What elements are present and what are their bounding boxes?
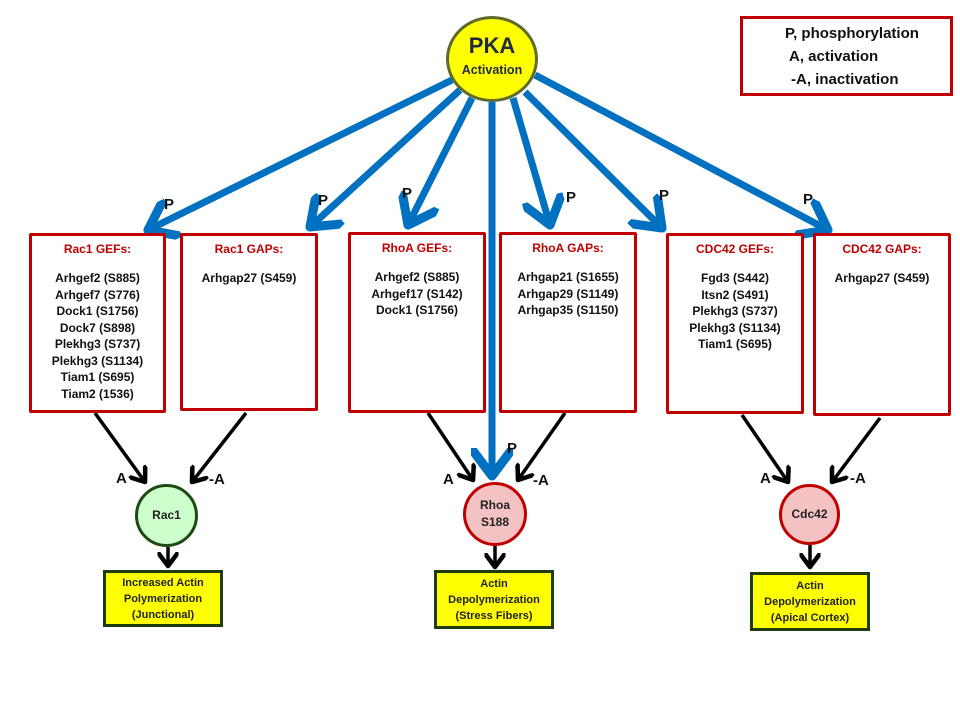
list-item: Tiam2 (1536) xyxy=(61,386,134,401)
arrow-pka-rhoa-gaps xyxy=(509,97,550,225)
list-item: Tiam1 (S695) xyxy=(60,370,135,384)
rhoa-gefs-list: Arhgef2 (S885) Arhgef17 (S142) Dock1 (S1… xyxy=(351,269,483,319)
cdc42-label: Cdc42 xyxy=(791,507,828,521)
cdc42-gefs-box: CDC42 GEFs: Fgd3 (S442) Itsn2 (S491) Ple… xyxy=(666,233,804,414)
pka-node: PKA Activation xyxy=(446,16,538,102)
cdc42-gefs-list: Fgd3 (S442) Itsn2 (S491) Plekhg3 (S737) … xyxy=(669,270,801,353)
rac1-node: Rac1 xyxy=(135,484,198,547)
arrow-pka-rac1-gaps xyxy=(310,87,463,227)
label-a-cdc42: A xyxy=(760,470,771,487)
list-item: Arhgap21 (S1655) xyxy=(517,270,619,284)
rac1-gefs-title: Rac1 GEFs: xyxy=(63,242,132,256)
list-item: Arhgap27 (S459) xyxy=(834,271,930,285)
arrow-cdc42-gaps-inactivation xyxy=(832,416,882,482)
output-line: (Apical Cortex) xyxy=(770,611,850,624)
list-item: Arhgap27 (S459) xyxy=(201,271,297,285)
rac1-gaps-list: Arhgap27 (S459) xyxy=(183,270,315,287)
rhoa-gaps-list: Arhgap21 (S1655) Arhgap29 (S1149) Arhgap… xyxy=(502,269,634,319)
pka-title: PKA xyxy=(468,33,516,58)
arrow-rhoa-gefs-activation xyxy=(426,412,473,480)
label-p-rhoa-gaps: P xyxy=(566,189,577,206)
rhoa-label: Rhoa xyxy=(480,498,510,512)
arrow-rhoa-gaps-inactivation xyxy=(518,411,567,480)
list-item: Tiam1 (S695) xyxy=(698,337,772,351)
cdc42-gaps-list: Arhgap27 (S459) xyxy=(816,270,948,287)
output-line: (Junctional) xyxy=(131,608,195,621)
label-inactivation-rac1: -A xyxy=(209,471,225,488)
arrow-rac1-gaps-inactivation xyxy=(192,411,248,482)
output-line: Actin xyxy=(480,577,508,590)
legend-phosphorylation: P, phosphorylation xyxy=(785,25,919,42)
list-item: Arhgef2 (S885) xyxy=(55,271,140,285)
rac1-gefs-box: Rac1 GEFs: Arhgef2 (S885) Arhgef7 (S776)… xyxy=(29,233,166,413)
arrow-cdc42-gefs-activation xyxy=(740,414,788,482)
label-a-rac1: A xyxy=(116,470,127,487)
label-a-rhoa: A xyxy=(443,471,454,488)
label-inactivation-rhoa: -A xyxy=(533,472,549,489)
list-item: Dock1 (S1756) xyxy=(56,304,139,318)
rac1-gaps-box: Rac1 GAPs: Arhgap27 (S459) xyxy=(180,233,318,411)
list-item: Arhgef2 (S885) xyxy=(374,270,460,284)
rac1-output-box: Increased Actin Polymerization (Junction… xyxy=(103,570,223,627)
rhoa-gefs-box: RhoA GEFs: Arhgef2 (S885) Arhgef17 (S142… xyxy=(348,232,486,413)
cdc42-gaps-box: CDC42 GAPs: Arhgap27 (S459) xyxy=(813,233,951,416)
label-p-cdc42-gefs: P xyxy=(659,187,670,204)
label-p-rac1-gefs: P xyxy=(164,196,175,213)
output-line: Actin xyxy=(796,579,824,592)
rhoa-output-box: Actin Depolymerization (Stress Fibers) xyxy=(434,570,554,629)
list-item: Dock1 (S1756) xyxy=(375,303,459,317)
output-line: Increased Actin xyxy=(122,576,204,589)
rhoa-node: Rhoa S188 xyxy=(463,482,527,546)
label-p-cdc42-gaps: P xyxy=(803,191,814,208)
cdc42-node: Cdc42 xyxy=(779,484,840,545)
rac1-label: Rac1 xyxy=(152,508,181,522)
list-item: Plekhg3 (S1134) xyxy=(689,320,781,335)
list-item: Plekhg3 (S1134) xyxy=(51,353,144,368)
legend-inactivation: -A, inactivation xyxy=(791,71,899,88)
arrow-rac1-gefs-activation xyxy=(93,411,145,482)
cdc42-gaps-title: CDC42 GAPs: xyxy=(842,242,922,256)
list-item: Fgd3 (S442) xyxy=(700,271,769,285)
list-item: Arhgef17 (S142) xyxy=(371,286,463,301)
output-line: Depolymerization xyxy=(764,595,856,608)
list-item: Arhgap35 (S1150) xyxy=(517,303,619,317)
label-p-rhoa-gefs: P xyxy=(402,185,413,202)
rhoa-site-label: S188 xyxy=(480,515,510,529)
label-p-rac1-gaps: P xyxy=(318,192,329,209)
cdc42-output-box: Actin Depolymerization (Apical Cortex) xyxy=(750,572,870,631)
list-item: Dock7 (S898) xyxy=(59,320,136,335)
label-inactivation-cdc42: -A xyxy=(850,470,866,487)
pka-subtitle: Activation xyxy=(461,63,523,77)
arrow-pka-cdc42-gefs xyxy=(522,89,662,228)
legend-activation: A, activation xyxy=(789,48,879,65)
list-item: Arhgef7 (S776) xyxy=(55,287,140,302)
arrow-pka-rac1-gefs xyxy=(148,76,454,230)
list-item: Itsn2 (S491) xyxy=(701,287,769,302)
arrow-pka-cdc42-gaps xyxy=(533,71,828,230)
rac1-gefs-list: Arhgef2 (S885) Arhgef7 (S776) Dock1 (S17… xyxy=(32,270,163,402)
rhoa-gaps-box: RhoA GAPs: Arhgap21 (S1655) Arhgap29 (S1… xyxy=(499,232,637,413)
output-line: Polymerization xyxy=(123,592,203,605)
output-line: Depolymerization xyxy=(448,593,540,606)
output-line: (Stress Fibers) xyxy=(455,609,533,622)
cdc42-gefs-title: CDC42 GEFs: xyxy=(695,242,775,256)
rhoa-gefs-title: RhoA GEFs: xyxy=(381,241,453,255)
rac1-gaps-title: Rac1 GAPs: xyxy=(214,242,284,256)
arrow-pka-rhoa-gefs xyxy=(408,96,476,225)
list-item: Arhgap29 (S1149) xyxy=(517,286,619,301)
label-p-rhoa-direct: P xyxy=(507,440,518,457)
list-item: Plekhg3 (S737) xyxy=(692,304,778,318)
list-item: Plekhg3 (S737) xyxy=(54,337,141,351)
legend-box: P, phosphorylation A, activation -A, ina… xyxy=(740,16,953,96)
rhoa-gaps-title: RhoA GAPs: xyxy=(532,241,604,255)
